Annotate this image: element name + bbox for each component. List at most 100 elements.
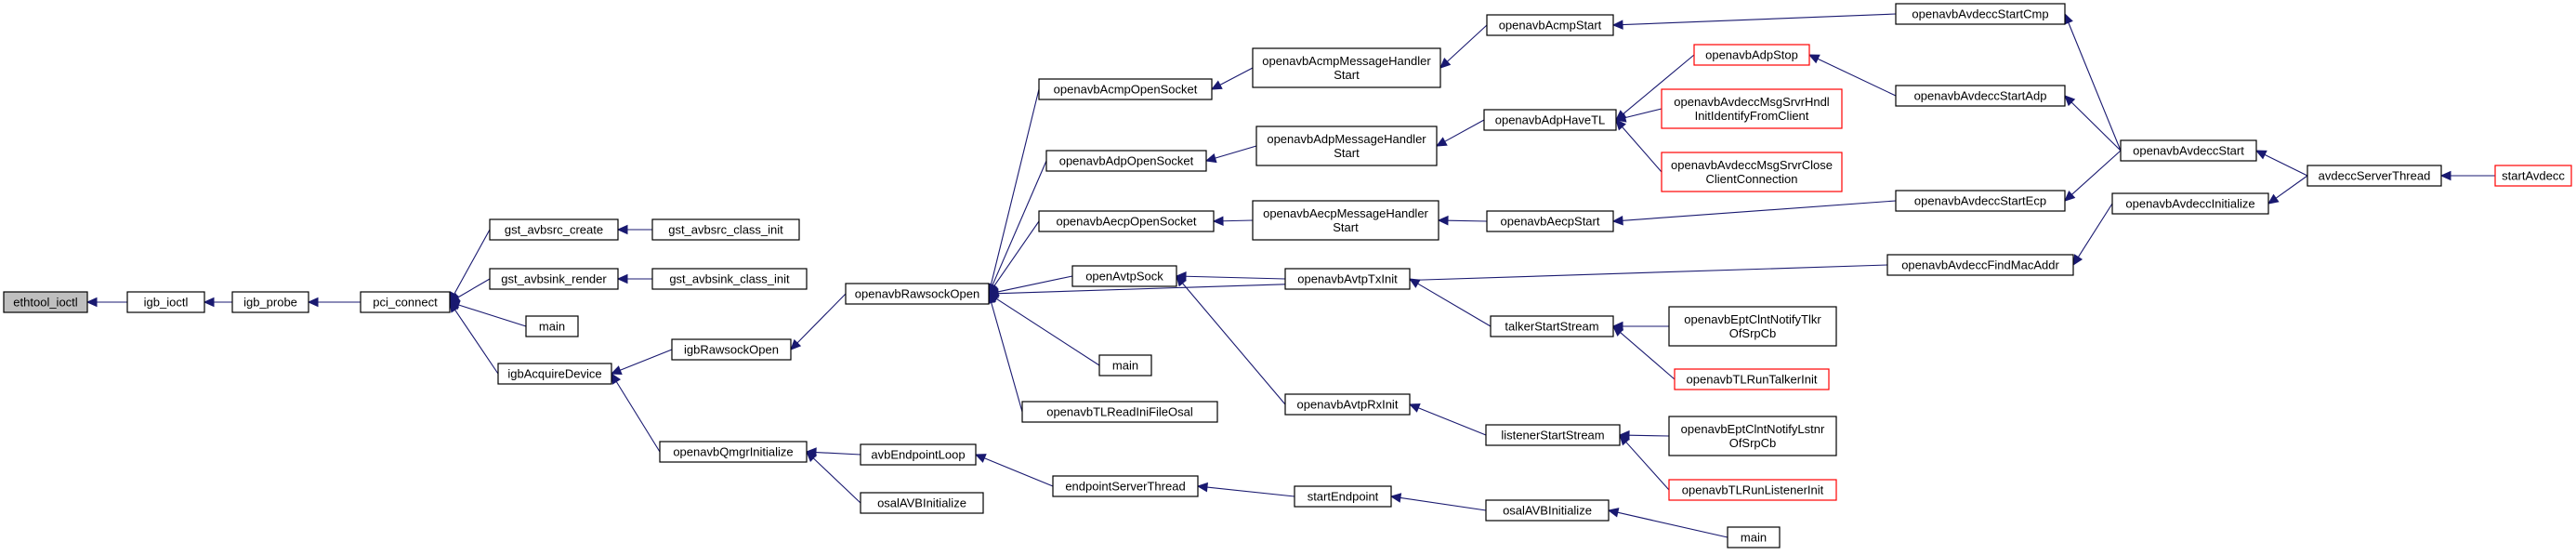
graph-node-openavb-avdecc-start[interactable]: openavbAvdeccStart [2120, 139, 2257, 162]
graph-edge-start-endpoint-to-endpoint-server-thread [1196, 482, 1295, 497]
graph-node-igb-probe[interactable]: igb_probe [231, 291, 309, 313]
graph-node-openavb-avtp-rx-init[interactable]: openavbAvtpRxInit [1284, 393, 1411, 416]
graph-node-box [231, 291, 309, 313]
graph-node-label: openavbAvdeccInitialize [2125, 197, 2254, 211]
graph-node-label: osalAVBInitialize [1503, 504, 1592, 518]
graph-edge-openavb-avdecc-start-ecp-to-openavb-aecp-start [1611, 200, 1897, 226]
arrowhead [1437, 215, 1449, 226]
graph-node-label: openavbTLRunTalkerInit [1687, 373, 1818, 387]
graph-node-openavb-rawsock-open[interactable]: openavbRawsockOpen [845, 283, 990, 305]
graph-node-box [1038, 210, 1215, 232]
graph-edge-igb-rawsock-open-to-igb-acquire-device [610, 349, 673, 375]
graph-node-openavb-tlrun-listener-init[interactable]: openavbTLRunListenerInit [1668, 479, 1837, 501]
graph-node-openavb-avdecc-start-adp[interactable]: openavbAvdeccStartAdp [1895, 85, 2066, 107]
graph-node-openavb-avdecc-msg-srvr-hndl-init-identify-from-client[interactable]: openavbAvdeccMsgSrvrHndlInitIdentifyFrom… [1661, 88, 1843, 129]
graph-node-main-end[interactable]: main [1727, 526, 1781, 548]
graph-node-osal-avbinitialize-e[interactable]: osalAVBInitialize [1485, 499, 1610, 522]
graph-node-openavb-aecp-start[interactable]: openavbAecpStart [1486, 210, 1614, 232]
graph-node-label: Start [1334, 68, 1360, 82]
graph-node-avb-endpoint-loop[interactable]: avbEndpointLoop [860, 443, 977, 466]
graph-node-osal-avbinitialize-q[interactable]: osalAVBInitialize [860, 492, 984, 514]
graph-node-pci-connect[interactable]: pci_connect [360, 291, 451, 313]
graph-node-box [1252, 47, 1441, 88]
graph-node-igb-rawsock-open[interactable]: igbRawsockOpen [671, 338, 792, 361]
arrowhead [1389, 493, 1402, 503]
graph-node-gst-avbsrc-create[interactable]: gst_avbsrc_create [489, 218, 619, 241]
graph-node-start-avdecc[interactable]: startAvdecc [2494, 165, 2572, 187]
graph-node-openavb-tlrun-talker-init[interactable]: openavbTLRunTalkerInit [1674, 368, 1830, 390]
graph-node-label: openavbAvtpTxInit [1297, 272, 1398, 286]
graph-edge-openavb-avdecc-start-to-openavb-avdecc-start-adp [2064, 95, 2122, 152]
graph-node-label: igb_ioctl [144, 296, 189, 310]
graph-node-openavb-acmp-open-socket[interactable]: openavbAcmpOpenSocket [1038, 78, 1213, 100]
graph-node-listener-start-stream[interactable]: listenerStartStream [1485, 424, 1621, 446]
graph-node-igb-acquire-device[interactable]: igbAcquireDevice [497, 363, 612, 385]
graph-node-label: OfSrpCb [1729, 436, 1777, 450]
graph-node-open-avtp-sock[interactable]: openAvtpSock [1071, 265, 1177, 287]
graph-node-box [1021, 401, 1218, 423]
graph-node-box [1886, 254, 2074, 276]
graph-edge-endpoint-server-thread-to-avb-endpoint-loop [974, 454, 1054, 487]
graph-node-box [1284, 393, 1411, 416]
graph-node-label: igbAcquireDevice [507, 367, 601, 381]
graph-node-endpoint-server-thread[interactable]: endpointServerThread [1052, 475, 1199, 497]
graph-node-main-raw[interactable]: main [1098, 354, 1152, 377]
arrowhead [1408, 403, 1421, 413]
arrowhead [2072, 254, 2083, 267]
graph-node-openavb-avdecc-initialize[interactable]: openavbAvdeccInitialize [2111, 192, 2269, 215]
graph-edge-openavb-tlrun-listener-init-to-listener-start-stream [1619, 434, 1670, 491]
arrowhead [1607, 508, 1620, 518]
arrowhead [203, 297, 215, 308]
graph-node-box [1668, 479, 1837, 501]
graph-node-main-pci[interactable]: main [525, 315, 579, 337]
graph-edge-gst-avbsink-class-init-to-gst-avbsink-render [616, 273, 652, 284]
graph-node-openavb-avdecc-find-mac-addr[interactable]: openavbAvdeccFindMacAddr [1886, 254, 2074, 276]
graph-node-box [1668, 416, 1837, 456]
graph-node-box [1895, 85, 2066, 107]
graph-node-openavb-tlread-ini-file-osal[interactable]: openavbTLReadIniFileOsal [1021, 401, 1218, 423]
graph-node-openavb-qmgr-initialize[interactable]: openavbQmgrInitialize [659, 441, 808, 463]
graph-node-gst-avbsink-class-init[interactable]: gst_avbsink_class_init [651, 268, 808, 290]
graph-node-openavb-adp-stop[interactable]: openavbAdpStop [1693, 44, 1810, 66]
graph-edge-igb-probe-to-igb-ioctl [203, 297, 232, 308]
graph-edge-openavb-qmgr-initialize-to-igb-acquire-device [611, 372, 661, 453]
graph-node-igb-ioctl[interactable]: igb_ioctl [126, 291, 205, 313]
graph-node-box [1895, 3, 2066, 25]
graph-node-label: osalAVBInitialize [877, 496, 966, 510]
arrowhead [1612, 325, 1624, 337]
graph-node-box [1255, 126, 1438, 166]
graph-edge-openavb-aecp-start-to-openavb-aecp-message-handler-start [1437, 215, 1488, 226]
graph-node-openavb-avdecc-msg-srvr-close-client-connection[interactable]: openavbAvdeccMsgSrvrCloseClientConnectio… [1661, 152, 1843, 192]
graph-node-openavb-avdecc-start-ecp[interactable]: openavbAvdeccStartEcp [1895, 190, 2066, 212]
graph-node-label: openavbTLRunListenerInit [1682, 483, 1824, 497]
graph-node-avdecc-server-thread[interactable]: avdeccServerThread [2307, 165, 2442, 187]
graph-node-gst-avbsink-render[interactable]: gst_avbsink_render [489, 268, 619, 290]
graph-node-openavb-acmp-start[interactable]: openavbAcmpStart [1486, 14, 1614, 36]
graph-node-start-endpoint[interactable]: startEndpoint [1294, 485, 1392, 508]
graph-node-gst-avbsrc-class-init[interactable]: gst_avbsrc_class_init [651, 218, 800, 241]
graph-edge-openavb-avtp-rx-init-to-open-avtp-sock [1176, 275, 1286, 405]
arrowhead [1176, 275, 1187, 287]
graph-node-openavb-adp-open-socket[interactable]: openavbAdpOpenSocket [1045, 150, 1207, 172]
graph-node-box [1668, 306, 1837, 347]
graph-node-label: avdeccServerThread [2319, 169, 2431, 183]
graph-node-label: openavbAdpStop [1705, 48, 1798, 62]
arrowhead [2064, 95, 2076, 107]
graph-node-openavb-avtp-tx-init[interactable]: openavbAvtpTxInit [1284, 268, 1411, 290]
arrowhead [2254, 150, 2267, 160]
graph-edge-openavb-avdecc-msg-srvr-close-client-connection-to-openavb-adp-have-tl [1615, 119, 1663, 173]
graph-node-ethtool-ioctl[interactable]: ethtool_ioctl [3, 291, 88, 313]
graph-node-openavb-adp-have-tl[interactable]: openavbAdpHaveTL [1483, 109, 1617, 131]
graph-node-box [1483, 109, 1617, 131]
graph-node-talker-start-stream[interactable]: talkerStartStream [1490, 315, 1614, 337]
graph-node-openavb-aecp-open-socket[interactable]: openavbAecpOpenSocket [1038, 210, 1215, 232]
graph-node-openavb-avdecc-start-cmp[interactable]: openavbAvdeccStartCmp [1895, 3, 2066, 25]
graph-node-box [1252, 200, 1439, 241]
graph-node-box [1661, 152, 1843, 192]
graph-edge-osal-avbinitialize-e-to-start-endpoint [1389, 493, 1487, 511]
